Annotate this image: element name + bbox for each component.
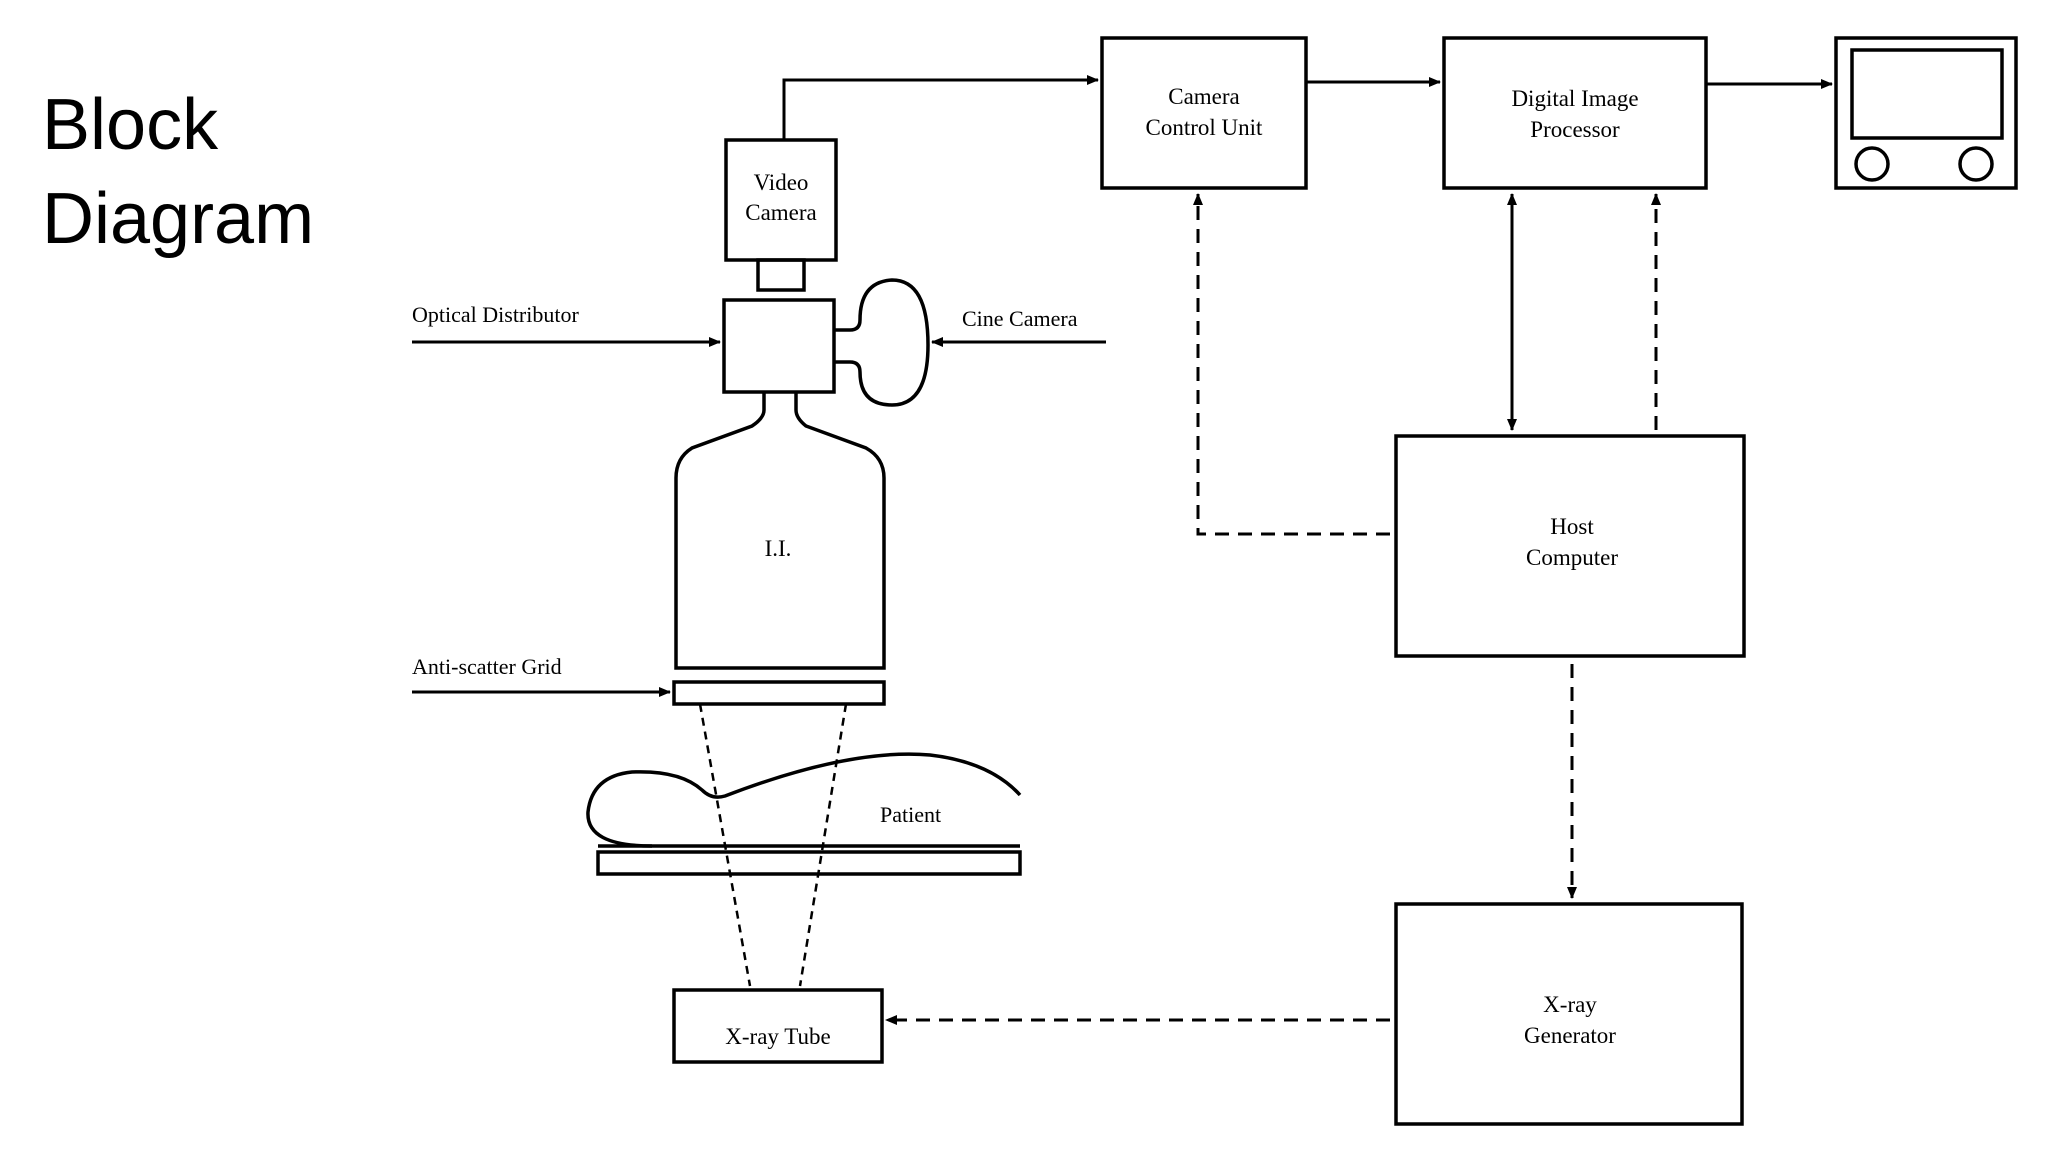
patient-label: Patient (880, 802, 941, 827)
slide-title: Block Diagram (42, 78, 314, 266)
x-ray-generator-label-1: X-ray (1543, 992, 1597, 1017)
host-computer-label-1: Host (1550, 514, 1594, 539)
x-ray-tube-label: X-ray Tube (725, 1024, 830, 1049)
video-camera-mount (756, 258, 806, 292)
slide-title-line1: Block (42, 85, 219, 165)
video-camera-label-2: Camera (745, 200, 817, 225)
video-camera-label-1: Video (754, 170, 809, 195)
patient-outline (586, 752, 1022, 848)
optical-distributor-box (722, 298, 836, 394)
camera-control-unit-box (1100, 36, 1308, 190)
host-computer-label-2: Computer (1526, 545, 1618, 570)
digital-image-processor-label-2: Processor (1530, 117, 1620, 142)
image-intensifier-shape (674, 392, 886, 670)
x-ray-tube-box (672, 988, 884, 1064)
arrow-video-to-ccu (782, 75, 1099, 140)
camera-control-unit-label-2: Control Unit (1146, 115, 1264, 140)
cine-camera-label: Cine Camera (962, 306, 1078, 331)
digital-image-processor-box (1442, 36, 1708, 190)
digital-image-processor-label-1: Digital Image (1511, 86, 1638, 111)
x-ray-beam-left (698, 703, 752, 987)
dashed-host-to-ccu (1193, 193, 1390, 536)
image-intensifier-label: I.I. (765, 536, 792, 561)
cine-camera-shape (834, 278, 930, 407)
x-ray-generator-box (1394, 902, 1744, 1126)
anti-scatter-grid-plate (672, 680, 886, 706)
monitor-icon (1834, 36, 2018, 190)
camera-control-unit-label-1: Camera (1168, 84, 1240, 109)
x-ray-beam-right (798, 703, 848, 987)
optical-distributor-label: Optical Distributor (412, 302, 579, 327)
host-computer-box (1394, 434, 1746, 658)
slide-title-line2: Diagram (42, 179, 315, 259)
anti-scatter-grid-label: Anti-scatter Grid (412, 654, 562, 679)
x-ray-generator-label-2: Generator (1524, 1023, 1616, 1048)
patient-table (596, 850, 1022, 876)
